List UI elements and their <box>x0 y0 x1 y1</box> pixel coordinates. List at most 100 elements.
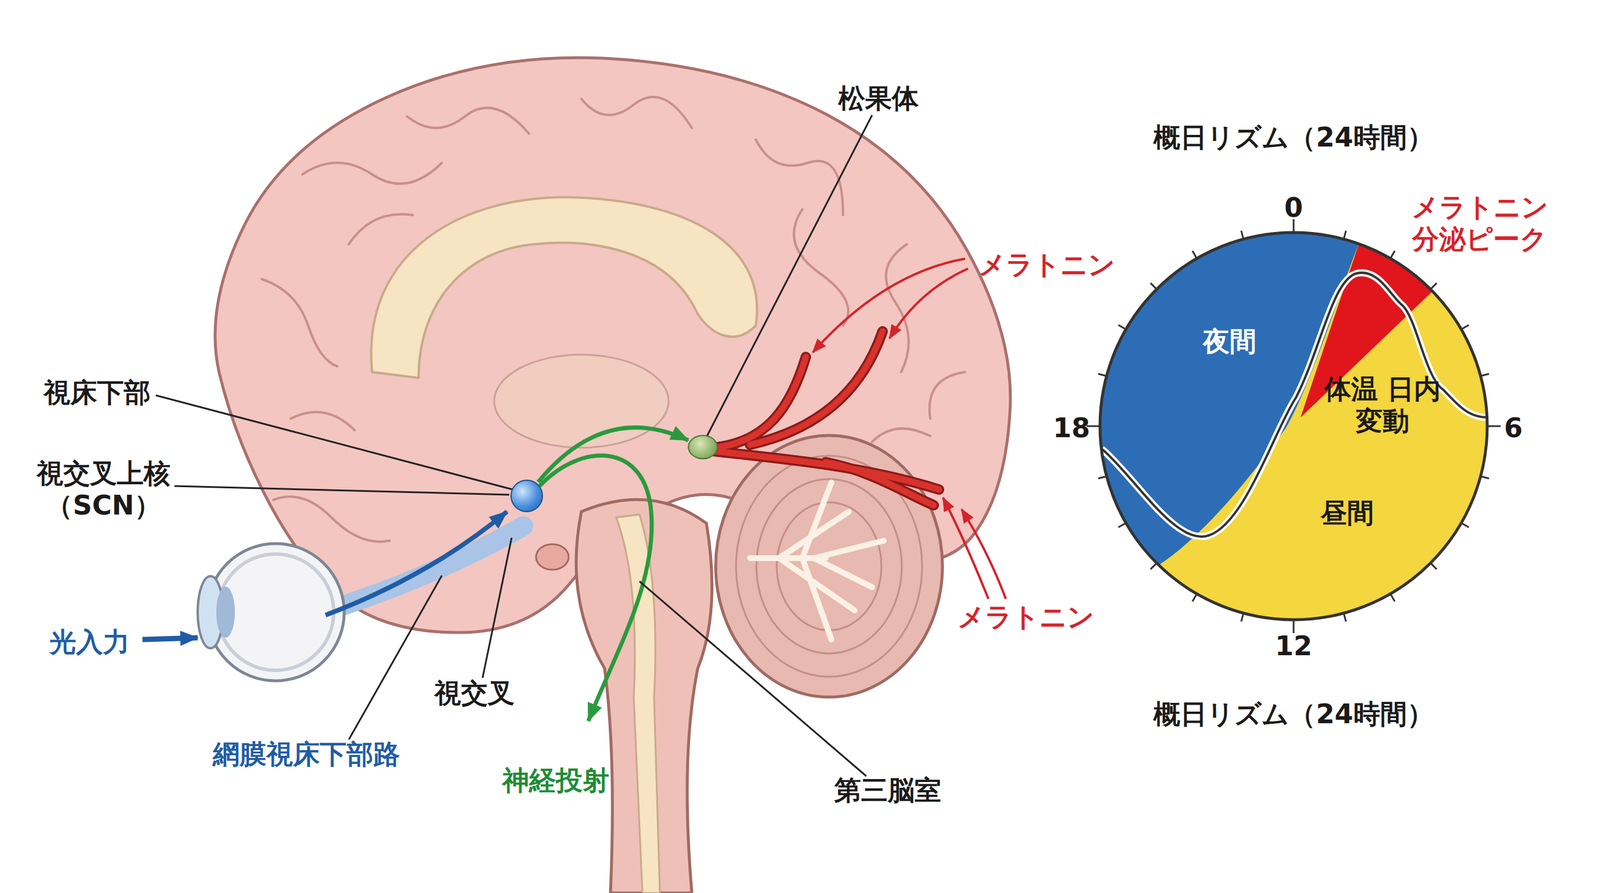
text-slot: 視交叉上核（SCN） <box>33 457 174 522</box>
lens <box>216 586 235 638</box>
gyrus <box>581 97 692 128</box>
gyrus <box>290 412 355 431</box>
corpus-callosum <box>370 197 757 378</box>
part-label: 視交叉 <box>434 677 515 710</box>
retinohypothalamic-arrow <box>325 511 507 616</box>
clock-ticks <box>1086 219 1501 634</box>
region-label: 昼間 <box>1320 497 1374 530</box>
clock-tick <box>1430 563 1437 570</box>
clock-tick <box>1481 476 1490 479</box>
text-slot: 昼間 <box>1320 497 1374 530</box>
clock-tick <box>1241 613 1244 623</box>
neural-arrow <box>538 427 689 482</box>
part-label: 視交叉上核（SCN） <box>33 457 174 522</box>
region-label: 夜間 <box>1202 325 1257 358</box>
clock-tick <box>1481 373 1490 377</box>
gyrus <box>302 162 442 184</box>
part-label: 視床下部 <box>43 376 151 409</box>
clock-tick <box>1118 325 1126 330</box>
clock-tick <box>1430 283 1437 289</box>
leader-line <box>482 537 512 678</box>
circadian-clock: 夜間体温 日内変動昼間 <box>1100 232 1488 620</box>
clock-tick <box>1098 476 1107 479</box>
chart-title: 概日リズム（24時間） <box>1153 121 1434 154</box>
text-slot: 12 <box>1275 630 1313 663</box>
clock-tick <box>1150 283 1157 289</box>
text-slot: 網膜視床下部路 <box>212 738 400 771</box>
hormone-label: メラトニン <box>957 601 1095 634</box>
clock-regions <box>1100 233 1488 566</box>
text-slot: メラトニン 分泌ピーク <box>1406 191 1553 256</box>
text-slot: 光入力 <box>49 626 130 659</box>
arbor-vitae <box>750 482 884 640</box>
gyrus <box>872 428 931 442</box>
text-slot: 視交叉 <box>434 677 515 710</box>
clock-tick <box>1487 425 1501 428</box>
clock-tick <box>1343 230 1346 239</box>
clock-tick <box>1192 594 1197 602</box>
gyrus <box>793 209 849 326</box>
clock-tick <box>1241 230 1244 239</box>
scn-nucleus: 視交叉上核（SCN） <box>510 479 544 513</box>
gyrus <box>755 139 844 216</box>
pathway-label: 神経投射 <box>502 764 610 797</box>
pituitary <box>536 544 569 570</box>
clock-tick <box>1293 620 1295 634</box>
leader-lines <box>155 115 873 777</box>
clock-tick <box>1192 251 1197 259</box>
text-slot: 夜間 <box>1202 325 1257 358</box>
leader-line <box>348 575 442 740</box>
text-slot: 第三脳室 <box>834 774 942 807</box>
ventricle-canal <box>616 514 660 893</box>
text-slot: メラトニン <box>957 601 1095 634</box>
light-input-arrow <box>142 637 198 640</box>
part-label: 松果体 <box>838 82 919 115</box>
clock-tick <box>1150 563 1157 570</box>
text-slot: 体温 日内変動 <box>1324 373 1441 438</box>
text-slot: 視床下部 <box>43 376 151 409</box>
gyrus <box>348 214 413 245</box>
text-slot: 6 <box>1504 412 1523 445</box>
pathway-label: 網膜視床下部路 <box>212 738 400 771</box>
pineal-gland: 松果体 <box>687 434 719 460</box>
cerebellum <box>715 435 943 698</box>
text-slot: 概日リズム（24時間） <box>1153 121 1434 154</box>
day-region <box>1100 232 1488 620</box>
clock-tick <box>1390 594 1395 602</box>
part-label: 第三脳室 <box>834 774 942 807</box>
melatonin-arrow <box>943 497 989 599</box>
clock-chart <box>1100 232 1488 620</box>
gyrus <box>273 496 390 542</box>
thalamus <box>494 354 669 448</box>
melatonin-arrow <box>961 509 1006 599</box>
hour-number: 12 <box>1275 630 1313 663</box>
temperature-curve-halo <box>1101 272 1488 537</box>
clock-tick <box>1390 251 1395 259</box>
clock-tick <box>1343 613 1346 623</box>
hour-number: 6 <box>1504 412 1523 445</box>
text-slot: 神経投射 <box>502 764 610 797</box>
text-slot: 概日リズム（24時間） <box>1153 698 1434 731</box>
hour-number: 18 <box>1052 412 1091 445</box>
hormone-label: メラトニン <box>978 248 1116 281</box>
clock-outline <box>1100 232 1488 620</box>
leader-line <box>706 115 873 438</box>
clock-tick <box>1098 373 1107 377</box>
clock-tick <box>1461 325 1469 330</box>
neural-projection-arrow <box>539 455 652 721</box>
gyrus <box>929 372 966 419</box>
text-slot: 18 <box>1052 412 1091 445</box>
text-slot: メラトニン <box>978 248 1116 281</box>
clock-tick <box>1118 523 1126 528</box>
temperature-curve <box>1101 272 1488 537</box>
leader-line <box>155 395 513 490</box>
eyeball <box>206 543 345 681</box>
clock-tick <box>1086 425 1100 428</box>
gyrus <box>886 244 909 373</box>
clock-tick <box>1293 219 1295 232</box>
gyrus <box>261 279 338 367</box>
gyri <box>261 97 966 542</box>
gyrus <box>406 107 530 134</box>
input-label: 光入力 <box>49 626 130 659</box>
